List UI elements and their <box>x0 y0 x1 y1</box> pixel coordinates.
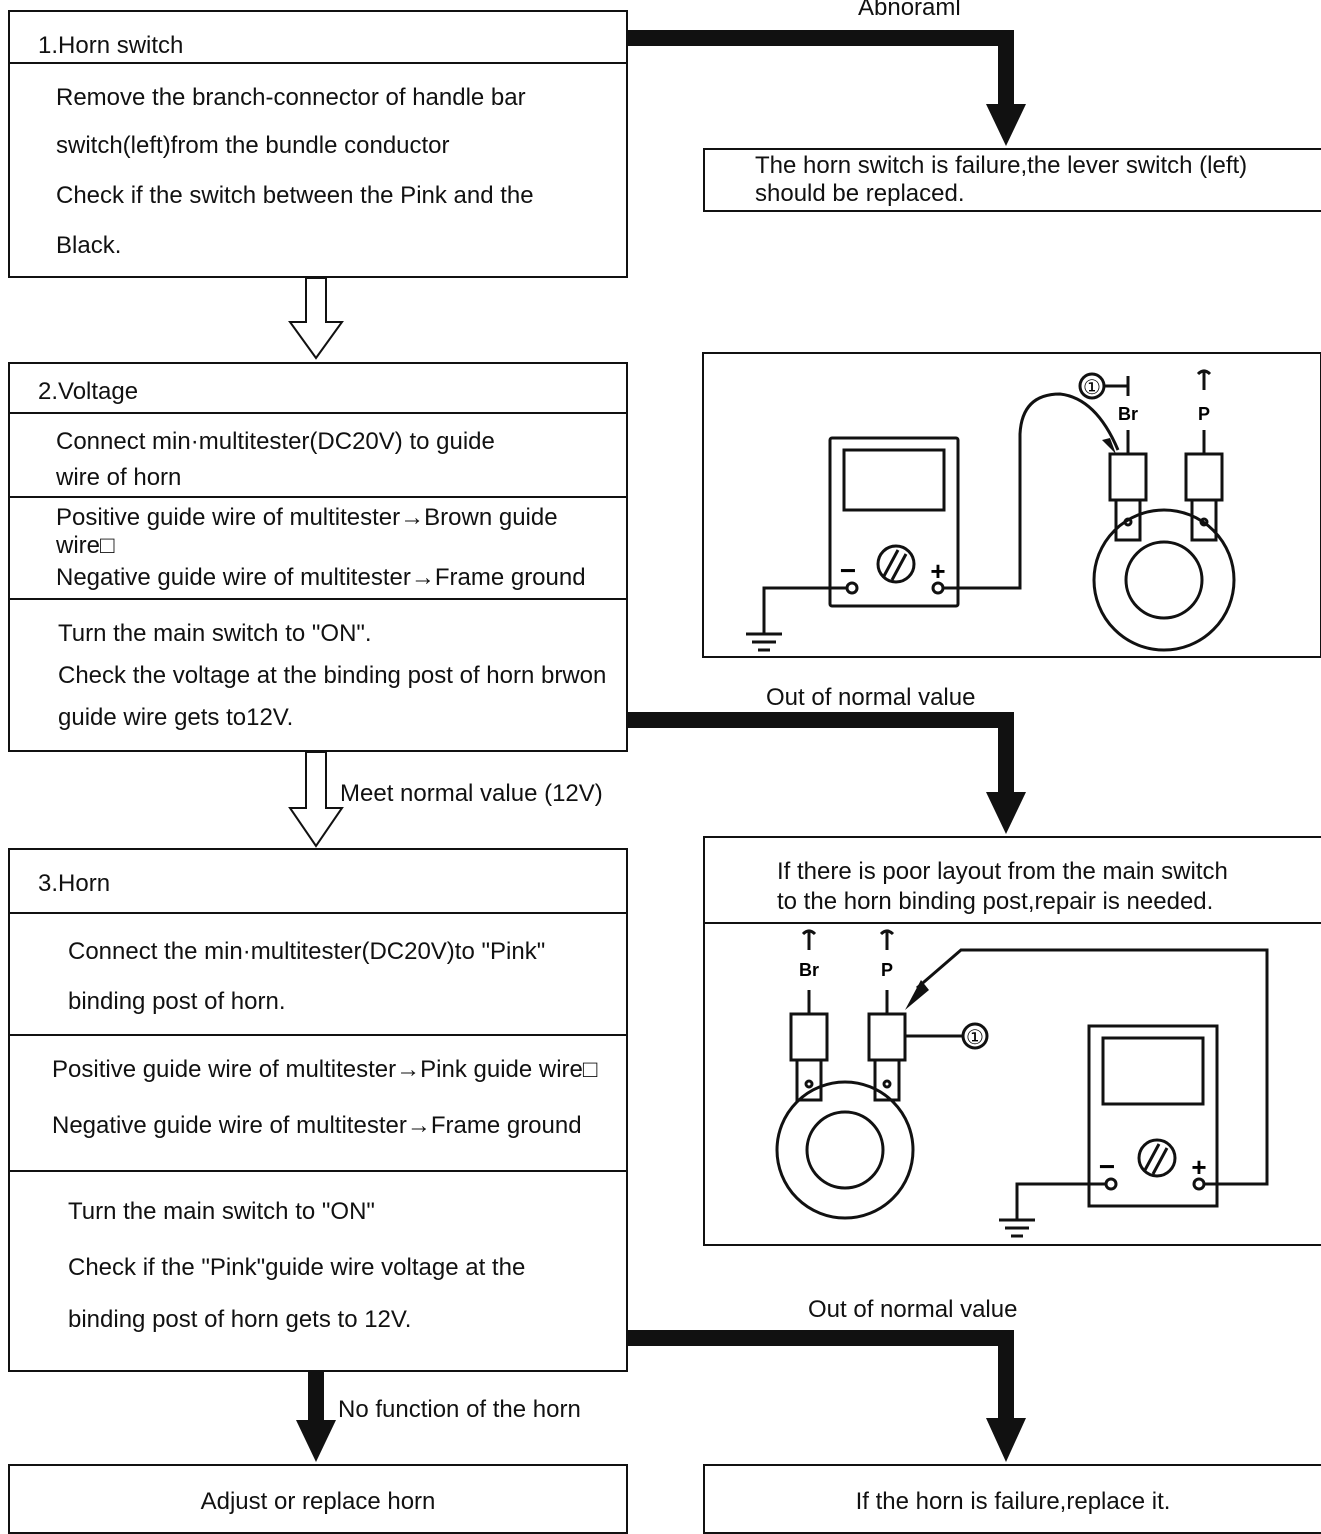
step3-divider-2 <box>10 1034 626 1036</box>
adjust-replace-label: Adjust or replace horn <box>200 1488 436 1515</box>
replace-horn-box: If the horn is failure,replace it. <box>703 1464 1321 1534</box>
step2-line6: Turn the main switch to "ON". <box>58 620 372 647</box>
repair-divider <box>705 922 1321 924</box>
label-br: Br <box>799 960 819 980</box>
replace-horn-label: If the horn is failure,replace it. <box>855 1488 1171 1515</box>
abnormal-line1: The horn switch is failure,the lever swi… <box>755 152 1248 179</box>
meet-normal-label: Meet normal value (12V) <box>340 780 603 807</box>
no-function-label: No function of the horn <box>338 1396 581 1423</box>
out-of-normal-label-1: Out of normal value <box>766 684 976 711</box>
step3-line6: Check if the "Pink"guide wire voltage at… <box>68 1254 526 1281</box>
multitester-pink-diagram: Br P ① − + <box>775 929 1269 1238</box>
step1-line2: switch(left)from the bundle conductor <box>56 132 450 159</box>
step2-divider-2 <box>10 496 626 498</box>
label-p: P <box>1198 404 1210 424</box>
step2-line7: Check the voltage at the binding post of… <box>58 662 607 689</box>
out-of-normal-label-2: Out of normal value <box>808 1296 1018 1323</box>
step3-line4: Negative guide wire of multitester→Frame… <box>52 1112 582 1139</box>
step3-line2: binding post of horn. <box>68 988 286 1015</box>
minus-sign: − <box>1099 1151 1115 1182</box>
out-of-normal-arrow-2 <box>627 1330 1026 1462</box>
callout-1: ① <box>1083 377 1101 399</box>
step2-divider-1 <box>10 412 626 414</box>
minus-sign: − <box>840 555 856 586</box>
step2-line4: wire□ <box>56 532 115 559</box>
adjust-replace-box: Adjust or replace horn <box>8 1464 628 1534</box>
wiring-diagram-1: ① Br P − + <box>702 352 1321 658</box>
step1-line4: Black. <box>56 232 122 259</box>
step3-line5: Turn the main switch to "ON" <box>68 1198 375 1225</box>
step3-divider-1 <box>10 912 626 914</box>
step3-line7: binding post of horn gets to 12V. <box>68 1306 412 1333</box>
multitester-brown-diagram: ① Br P − + <box>746 369 1236 652</box>
step3-divider-3 <box>10 1170 626 1172</box>
step3-line3: Positive guide wire of multitester→Pink … <box>52 1056 598 1083</box>
plus-sign: + <box>1191 1152 1206 1182</box>
abnormal-label: Abnoraml <box>858 0 961 21</box>
out-of-normal-arrow-1 <box>627 712 1026 834</box>
step1-line3: Check if the switch between the Pink and… <box>56 182 534 209</box>
label-p: P <box>881 960 893 980</box>
step1-divider <box>10 62 626 64</box>
repair-line2: to the horn binding post,repair is neede… <box>777 888 1214 915</box>
plus-sign: + <box>930 556 945 586</box>
step2-line5: Negative guide wire of multitester→Frame… <box>56 564 586 591</box>
step3-box: 3.Horn Connect the min·multitester(DC20V… <box>8 848 628 1372</box>
abnormal-line2: should be replaced. <box>755 180 965 207</box>
hollow-arrow-1 <box>288 277 344 360</box>
step1-line1: Remove the branch-connector of handle ba… <box>56 84 526 111</box>
no-function-arrow <box>296 1372 336 1462</box>
abnormal-arrow <box>627 30 1026 146</box>
step2-line3: Positive guide wire of multitester→Brown… <box>56 504 558 531</box>
step2-box: 2.Voltage Connect min·multitester(DC20V)… <box>8 362 628 752</box>
hollow-arrow-2 <box>288 751 344 848</box>
step2-title: 2.Voltage <box>38 378 139 405</box>
callout-1: ① <box>966 1027 984 1049</box>
step2-divider-3 <box>10 598 626 600</box>
repair-line1: If there is poor layout from the main sw… <box>777 858 1228 885</box>
step3-line1: Connect the min·multitester(DC20V)to "Pi… <box>68 938 546 965</box>
step2-line2: wire of horn <box>56 464 182 491</box>
abnormal-result-box: The horn switch is failure,the lever swi… <box>703 148 1321 212</box>
step1-title: 1.Horn switch <box>38 32 184 59</box>
step2-line1: Connect min·multitester(DC20V) to guide <box>56 428 495 455</box>
step2-line8: guide wire gets to12V. <box>58 704 294 731</box>
label-br: Br <box>1118 404 1138 424</box>
step1-box: 1.Horn switch Remove the branch-connecto… <box>8 10 628 278</box>
step3-title: 3.Horn <box>38 870 111 897</box>
repair-box: If there is poor layout from the main sw… <box>703 836 1321 1246</box>
